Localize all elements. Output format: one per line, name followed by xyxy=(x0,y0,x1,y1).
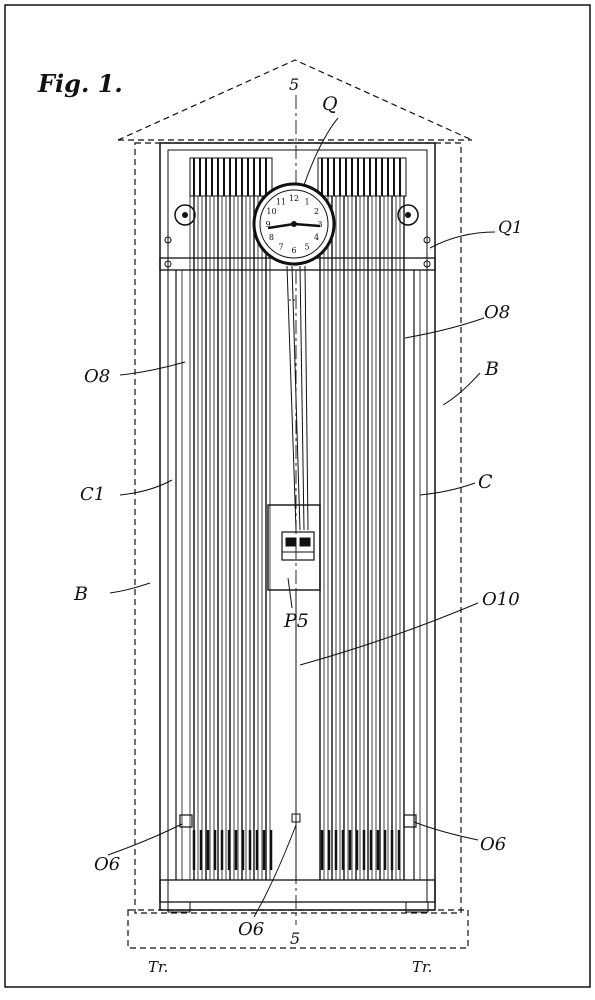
foot-right xyxy=(403,814,417,828)
figure-title: Fig. 1. xyxy=(37,69,123,98)
clock-numeral: 3 xyxy=(317,220,322,229)
label-frame-right: C xyxy=(478,471,493,493)
label-foot-center: O6 xyxy=(238,919,264,940)
label-frame-left: C1 xyxy=(80,484,105,505)
pulley-left xyxy=(174,204,196,226)
label-foot-right: O6 xyxy=(480,834,506,855)
label-foot-left: O6 xyxy=(94,854,120,875)
label-weight: P5 xyxy=(283,610,309,632)
clock-numeral: 11 xyxy=(276,197,286,206)
clock-numeral: 10 xyxy=(266,207,276,216)
center-foot-block xyxy=(291,813,301,823)
header-ribs xyxy=(193,158,401,196)
label-left-tube: O8 xyxy=(84,366,110,387)
leader-lines xyxy=(107,117,496,918)
clock-numeral: 8 xyxy=(269,233,274,242)
foot-left xyxy=(179,814,193,828)
pendulum-chains xyxy=(286,265,309,531)
weight-box xyxy=(267,504,321,591)
footer-mark-left: Tr. xyxy=(148,958,168,976)
bottom-header-ribs xyxy=(192,830,401,870)
clock-numeral: 2 xyxy=(314,207,319,216)
bracket-bolts xyxy=(164,236,431,268)
section-mark-top: 5 xyxy=(289,75,299,94)
label-upper-right-tube: O8 xyxy=(484,302,510,323)
label-case-right: B xyxy=(484,358,499,380)
sheet-border xyxy=(4,4,591,988)
clock-numeral: 9 xyxy=(265,220,270,229)
clock-numeral: 5 xyxy=(304,243,309,252)
clock-hand-hour xyxy=(293,222,321,228)
top-header-right xyxy=(317,157,407,197)
label-bracket: Q1 xyxy=(498,218,523,238)
section-mark-bottom: 5 xyxy=(290,929,300,948)
label-rod: O10 xyxy=(482,589,520,610)
clock-numeral: 6 xyxy=(291,246,296,255)
left-tube-bundle xyxy=(175,196,271,880)
pulley-right xyxy=(397,204,419,226)
label-clock: Q xyxy=(322,93,338,115)
clock-numeral: 7 xyxy=(278,243,283,252)
clock-numeral: 12 xyxy=(289,194,299,203)
right-tube-bundle xyxy=(319,196,421,880)
clock-numeral: 1 xyxy=(304,197,309,206)
clock-hand-minute xyxy=(267,222,295,230)
frame xyxy=(159,142,436,913)
clock-numeral: 4 xyxy=(314,233,319,242)
footer-mark-right: Tr. xyxy=(412,958,432,976)
label-case-left: B xyxy=(73,583,88,605)
